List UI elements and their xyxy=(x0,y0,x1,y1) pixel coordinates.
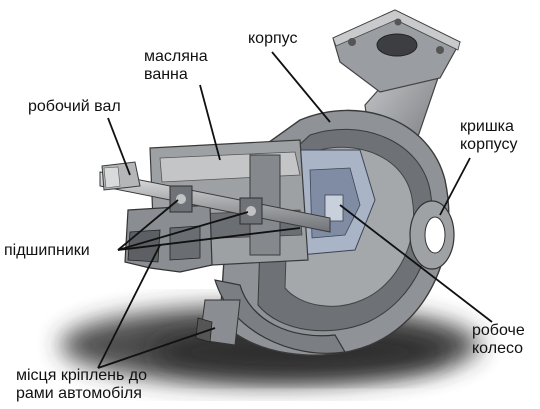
lower-volute xyxy=(195,279,346,354)
leader-housing xyxy=(271,51,331,123)
leader-shaft xyxy=(107,117,131,176)
leader-bearings-1 xyxy=(117,199,179,251)
leader-lines xyxy=(97,51,493,369)
label-mounting-points: місця кріплень до рами автомобіля xyxy=(16,367,148,402)
label-bearings: підшипники xyxy=(4,242,90,259)
leader-impeller xyxy=(339,204,493,323)
leader-bearings-2 xyxy=(117,211,249,251)
label-oil-bath: масляна ванна xyxy=(144,48,208,83)
label-housing-cover: кришка корпусу xyxy=(460,118,518,153)
leader-oil-bath xyxy=(199,84,221,161)
bearings xyxy=(169,185,263,225)
leader-mounts-1 xyxy=(97,244,161,369)
leader-bearings-3 xyxy=(117,227,301,251)
label-housing: корпус xyxy=(248,30,298,47)
housing-cover xyxy=(409,200,455,270)
mount-foot-left xyxy=(124,204,213,273)
leader-cover xyxy=(439,157,471,216)
label-working-shaft: робочий вал xyxy=(28,98,121,115)
leader-mounts-2 xyxy=(97,327,216,369)
label-impeller: робоче колесо xyxy=(472,322,525,357)
working-shaft xyxy=(99,161,331,233)
